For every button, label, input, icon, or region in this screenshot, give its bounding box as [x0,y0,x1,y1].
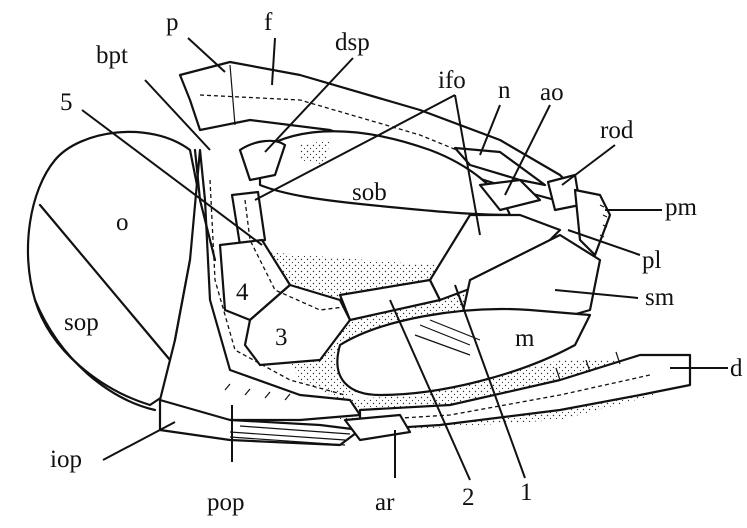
label-ar: ar [375,489,395,516]
subopercle-boundary [38,203,172,362]
label-5: 5 [60,89,73,116]
label-sob: sob [352,179,387,206]
infraorbital-3 [243,283,352,367]
maxilla-striations [414,319,481,356]
maxilla-bone [336,307,592,397]
label-4: 4 [236,279,249,306]
premaxilla-teeth [599,204,608,238]
leader-lines [81,37,728,481]
label-3: 3 [275,324,288,351]
parietal-suture [229,64,236,126]
label-m: m [515,325,535,352]
label-bpt: bpt [96,42,128,69]
premaxilla-bone [573,188,612,257]
label-d: d [730,355,743,382]
preopercle-canal [209,179,346,396]
label-ao: ao [540,79,564,106]
mandibular-canal [369,374,651,421]
infraorbital-1 [428,213,562,302]
label-2: 2 [462,484,475,511]
orbit-stipple [300,140,330,165]
dentary-bone [358,353,692,432]
label-o: o [116,209,129,236]
preopercle-bone [158,148,362,422]
opercle-bone [26,130,202,407]
label-pop: pop [207,489,245,516]
branchiostegal-lines [229,425,351,446]
hyomandibular-strut [193,148,217,262]
label-p: p [166,9,179,36]
label-sop: sop [64,309,99,336]
interopercle-bone [158,398,362,447]
label-dsp: dsp [335,29,370,56]
label-f: f [264,9,273,36]
preopercle-pores [224,383,291,401]
label-n: n [498,77,511,104]
infraorbital-5 [230,190,267,247]
dermosphenotic-bone [238,139,287,182]
dentary-teeth [555,351,621,381]
supraorbital-canal [199,94,531,181]
label-iop: iop [50,446,82,473]
label-pm: pm [665,194,698,221]
label-pl: pl [642,247,662,274]
label-1: 1 [520,479,533,506]
antorbital-bone [478,178,542,212]
subopercle-edge [33,298,157,412]
articular-bone [343,413,412,442]
label-sm: sm [645,284,675,311]
label-rod: rod [600,117,634,144]
label-ifo: ifo [438,67,466,94]
